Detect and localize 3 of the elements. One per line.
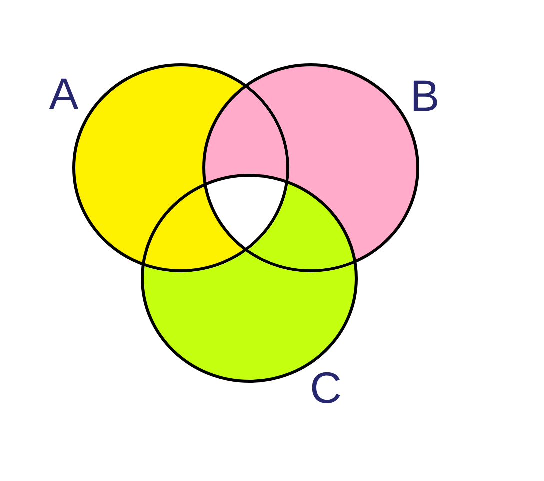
set-label: B — [414, 80, 438, 112]
set-label: C — [312, 372, 340, 404]
set-label: A — [49, 78, 79, 110]
